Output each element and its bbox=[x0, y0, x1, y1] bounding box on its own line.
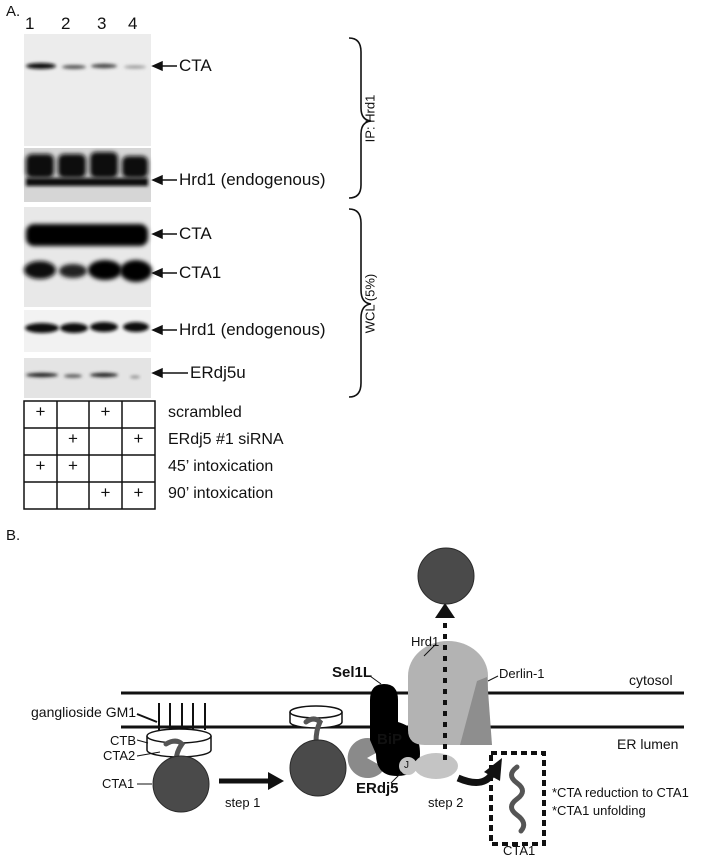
unfolded-cta1-label: CTA1 bbox=[503, 843, 536, 858]
lane-number-4: 4 bbox=[128, 14, 138, 33]
derlin1-shape bbox=[460, 677, 492, 745]
erdj5-label: ERdj5 bbox=[356, 780, 399, 797]
note-cta1-unfolding: *CTA1 unfolding bbox=[552, 803, 646, 818]
derlin1-label: Derlin-1 bbox=[499, 666, 545, 681]
band-wcl-hrd1-2 bbox=[60, 323, 88, 333]
erdj5-shape bbox=[414, 753, 458, 779]
condition-label-45min: 45’ intoxication bbox=[168, 458, 274, 475]
bip-label: BiP bbox=[377, 731, 403, 748]
cta1-middle bbox=[289, 739, 347, 797]
condition-label-90min: 90’ intoxication bbox=[168, 485, 274, 502]
ip-bracket bbox=[348, 37, 372, 199]
sel1l-shape bbox=[370, 684, 420, 776]
band-ip-cta-1 bbox=[26, 63, 56, 69]
unfolded-cta1-box bbox=[489, 751, 546, 846]
blot-label-erdj5u: ERdj5u bbox=[190, 363, 246, 382]
band-erdj5u-2 bbox=[64, 374, 82, 378]
band-ip-hrd1-1 bbox=[26, 154, 54, 178]
grid-mark-r4-c4: + bbox=[133, 483, 144, 502]
cta2-label: CTA2 bbox=[103, 748, 136, 763]
cytosol-label: cytosol bbox=[629, 672, 673, 688]
unfolded-cta1-strand bbox=[509, 764, 527, 834]
panel-b-label: B. bbox=[6, 527, 21, 544]
blot-label-arrows bbox=[151, 60, 188, 379]
band-wcl-cta bbox=[26, 224, 148, 246]
panel-a-label: A. bbox=[6, 3, 21, 20]
blot-label-cta-wcl: CTA bbox=[179, 224, 212, 243]
band-ip-hrd1-2 bbox=[58, 154, 86, 178]
sel1l-label: Sel1L bbox=[332, 664, 373, 681]
blot-wcl-cta bbox=[24, 207, 152, 307]
lane-number-1: 1 bbox=[25, 14, 35, 33]
band-wcl-hrd1-4 bbox=[123, 322, 149, 332]
grid-mark-r1-c1: + bbox=[35, 402, 46, 421]
band-wcl-hrd1-3 bbox=[90, 322, 118, 332]
blot-wcl-hrd1 bbox=[24, 310, 151, 352]
cta1-left bbox=[152, 755, 210, 813]
grid-mark-r3-c1: + bbox=[35, 456, 46, 475]
grid-mark-r3-c2: + bbox=[68, 456, 78, 475]
grid-mark-r2-c4: + bbox=[133, 429, 144, 448]
cta1-left-label: CTA1 bbox=[102, 776, 135, 791]
blot-label-cta-ip: CTA bbox=[179, 56, 212, 75]
band-erdj5u-3 bbox=[90, 372, 118, 378]
grid-mark-r4-c3: + bbox=[100, 483, 111, 502]
band-wcl-cta1-2 bbox=[59, 264, 87, 278]
band-erdj5u-1 bbox=[26, 372, 58, 378]
condition-grid bbox=[23, 400, 156, 510]
wcl-bracket bbox=[348, 208, 372, 398]
band-ip-cta-3 bbox=[91, 63, 117, 69]
band-wcl-cta1-3 bbox=[88, 260, 122, 280]
condition-label-siRNA: ERdj5 #1 siRNA bbox=[168, 431, 284, 448]
blot-label-hrd1-ip: Hrd1 (endogenous) bbox=[179, 170, 326, 189]
band-ip-cta-4 bbox=[124, 65, 146, 69]
band-ip-hrd1-3 bbox=[90, 152, 118, 178]
ganglioside-label: ganglioside GM1 bbox=[31, 704, 137, 720]
lane-number-3: 3 bbox=[97, 14, 107, 33]
blot-ip-hrd1 bbox=[24, 148, 151, 202]
condition-label-scrambled: scrambled bbox=[168, 404, 242, 421]
blot-label-hrd1-wcl: Hrd1 (endogenous) bbox=[179, 320, 326, 339]
j-domain-shape bbox=[399, 757, 417, 775]
band-wcl-cta1-1 bbox=[24, 261, 56, 279]
band-erdj5u-4 bbox=[130, 375, 140, 379]
hrd1-label: Hrd1 bbox=[411, 634, 440, 649]
blot-erdj5u bbox=[24, 358, 151, 398]
band-ip-hrd1-4 bbox=[122, 156, 148, 178]
grid-mark-r1-c3: + bbox=[100, 402, 111, 421]
lane-number-2: 2 bbox=[61, 14, 71, 33]
band-ip-cta-2 bbox=[62, 65, 86, 69]
band-wcl-hrd1-1 bbox=[25, 323, 59, 333]
note-cta-reduction: *CTA reduction to CTA1 bbox=[552, 785, 689, 800]
cta2-middle bbox=[303, 716, 324, 745]
blot-label-cta1-wcl: CTA1 bbox=[179, 263, 222, 282]
blot-ip-cta bbox=[24, 34, 151, 146]
er-lumen-label: ER lumen bbox=[617, 736, 679, 752]
ctb-label: CTB bbox=[110, 733, 136, 748]
j-domain-label: J bbox=[404, 760, 409, 771]
grid-mark-r2-c2: + bbox=[68, 429, 78, 448]
released-cta1 bbox=[417, 547, 475, 605]
step1-label: step 1 bbox=[225, 795, 261, 810]
ganglioside-gm1-sticks bbox=[136, 703, 206, 730]
step2-label: step 2 bbox=[428, 795, 464, 810]
band-wcl-cta1-4 bbox=[120, 260, 152, 282]
